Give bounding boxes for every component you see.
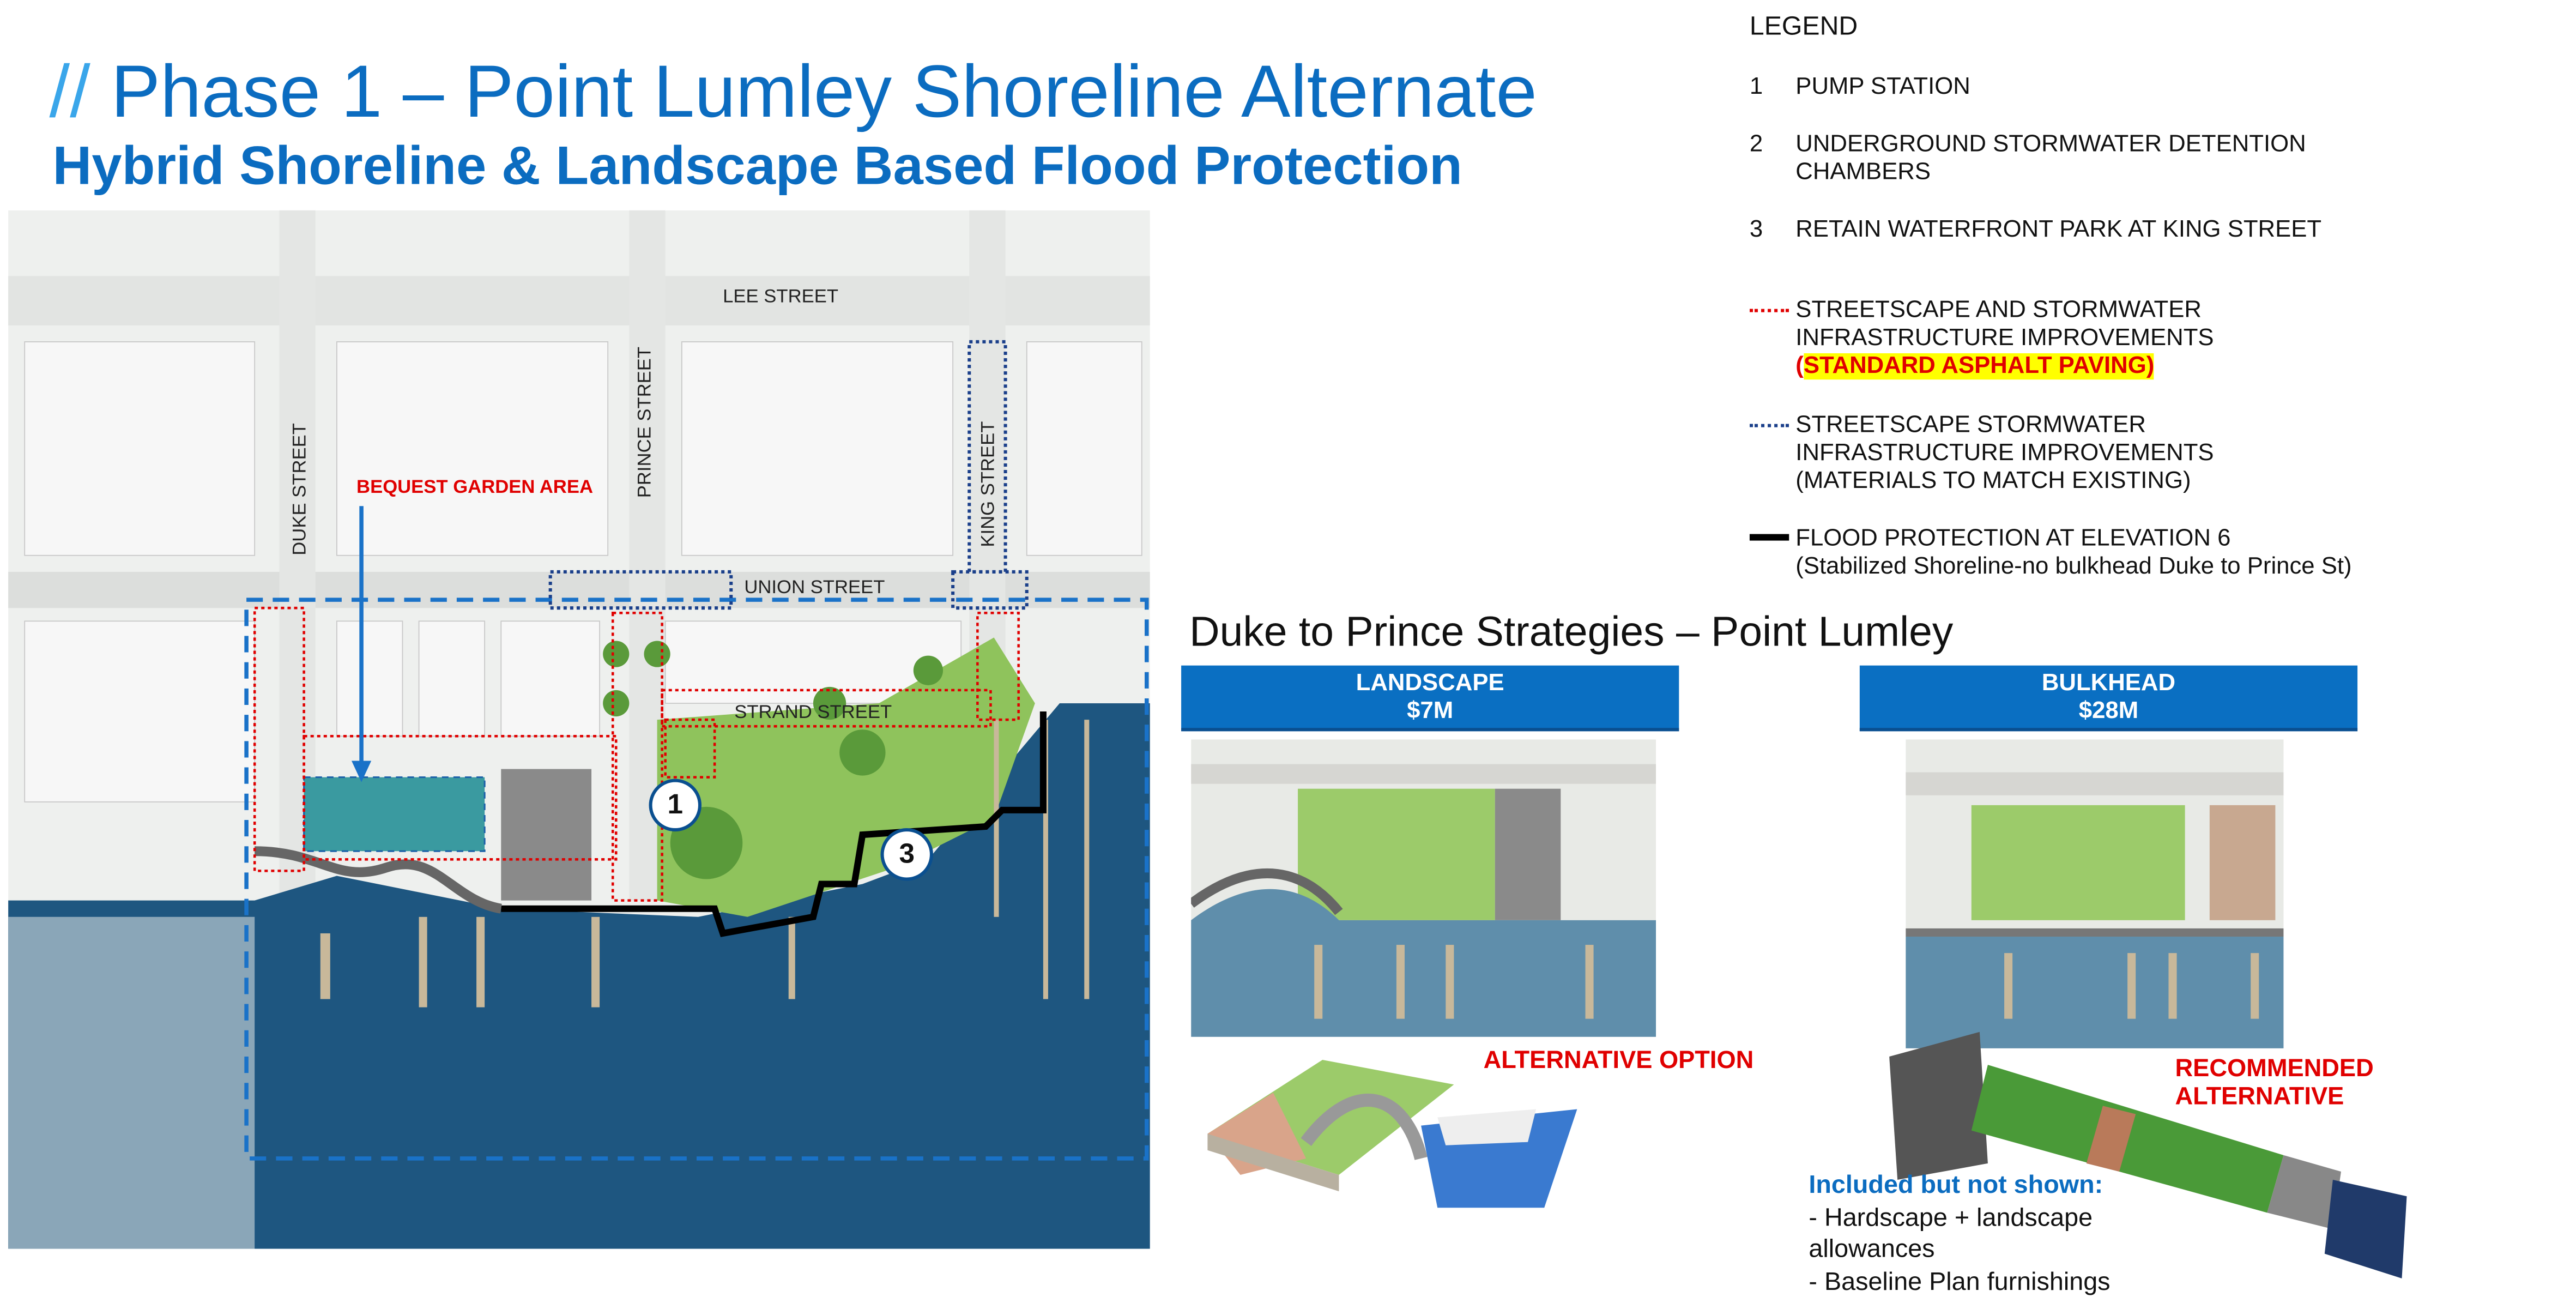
legend-black-line1: FLOOD PROTECTION AT ELEVATION 6 [1795,526,2231,552]
prince-street-label: PRINCE STREET [636,346,656,498]
legend-blue-line2: INFRASTRUCTURE IMPROVEMENTS [1795,440,2214,467]
legend-detention-line2: CHAMBERS [1795,159,1931,186]
legend-num: 3 [1749,216,1763,244]
title-slashes: // [49,49,90,134]
legend-red-line3: (STANDARD ASPHALT PAVING) [1795,353,2155,382]
blue-dotted-line-swatch [1749,424,1789,427]
bulkhead-header: BULKHEAD $28M [1859,665,2358,732]
strategies-title: Duke to Prince Strategies – Point Lumley [1189,610,1954,656]
bequest-garden-label: BEQUEST GARDEN AREA [356,478,594,498]
union-street-label: UNION STREET [744,578,885,599]
landscape-cost: $7M [1407,698,1454,725]
landscape-3d-image [1207,1060,1577,1208]
bulkhead-3d-image [1889,1031,2407,1278]
legend-pump-station: PUMP STATION [1795,74,1970,100]
bulkhead-label: BULKHEAD [2041,670,2176,697]
legend-num: 1 [1749,74,1763,100]
recommended-line1: RECOMMENDED [2175,1054,2374,1083]
page-title: // Phase 1 – Point Lumley Shoreline Alte… [49,49,1537,135]
red-dotted-line-swatch [1749,309,1789,312]
bulkhead-cost: $28M [2078,698,2139,725]
strand-street-label: STRAND STREET [734,703,892,723]
marker-waterfront-park: 3 [880,828,933,881]
page-subtitle: Hybrid Shoreline & Landscape Based Flood… [52,135,1462,196]
included-note: Included but not shown: - Hardscape + la… [1809,1170,2110,1298]
landscape-plan-image [1191,739,1656,1037]
legend-red-line1: STREETSCAPE AND STORMWATER [1795,297,2202,324]
included-line3: - Baseline Plan furnishings [1809,1268,2111,1296]
duke-street-label: DUKE STREET [291,423,311,556]
legend-num: 2 [1749,131,1763,158]
legend-blue-line3: (MATERIALS TO MATCH EXISTING) [1795,468,2191,495]
black-line-swatch [1749,534,1789,541]
included-line2: allowances [1809,1235,1935,1264]
site-plan-map: LEE STREET UNION STREET STRAND STREET DU… [8,210,1150,1249]
title-text: Phase 1 – Point Lumley Shoreline Alterna… [111,49,1537,134]
lee-street-label: LEE STREET [723,287,839,307]
legend-red-line2: INFRASTRUCTURE IMPROVEMENTS [1795,325,2214,352]
bulkhead-plan-image [1906,739,2284,1048]
included-line1: - Hardscape + landscape [1809,1203,2093,1232]
included-title: Included but not shown: [1809,1171,2103,1200]
recommended-alternative-label: RECOMMENDED ALTERNATIVE [2175,1055,2374,1111]
king-street-label: KING STREET [979,421,999,547]
legend-blue-line1: STREETSCAPE STORMWATER [1795,412,2146,439]
landscape-header: LANDSCAPE $7M [1181,665,1679,732]
site-plan-drawing [8,210,1150,1249]
legend-title: LEGEND [1749,13,1858,41]
recommended-line2: ALTERNATIVE [2175,1083,2344,1111]
paren: ( [1795,353,1804,380]
landscape-label: LANDSCAPE [1356,670,1504,697]
marker-pump-station: 1 [649,779,702,832]
legend-waterfront-park: RETAIN WATERFRONT PARK AT KING STREET [1795,216,2322,244]
alternative-option-label: ALTERNATIVE OPTION [1483,1046,1754,1075]
asphalt-paving-highlight: STANDARD ASPHALT PAVING) [1803,353,2155,380]
legend-detention-line1: UNDERGROUND STORMWATER DETENTION [1795,131,2306,158]
legend-black-line2: (Stabilized Shoreline-no bulkhead Duke t… [1795,553,2352,580]
